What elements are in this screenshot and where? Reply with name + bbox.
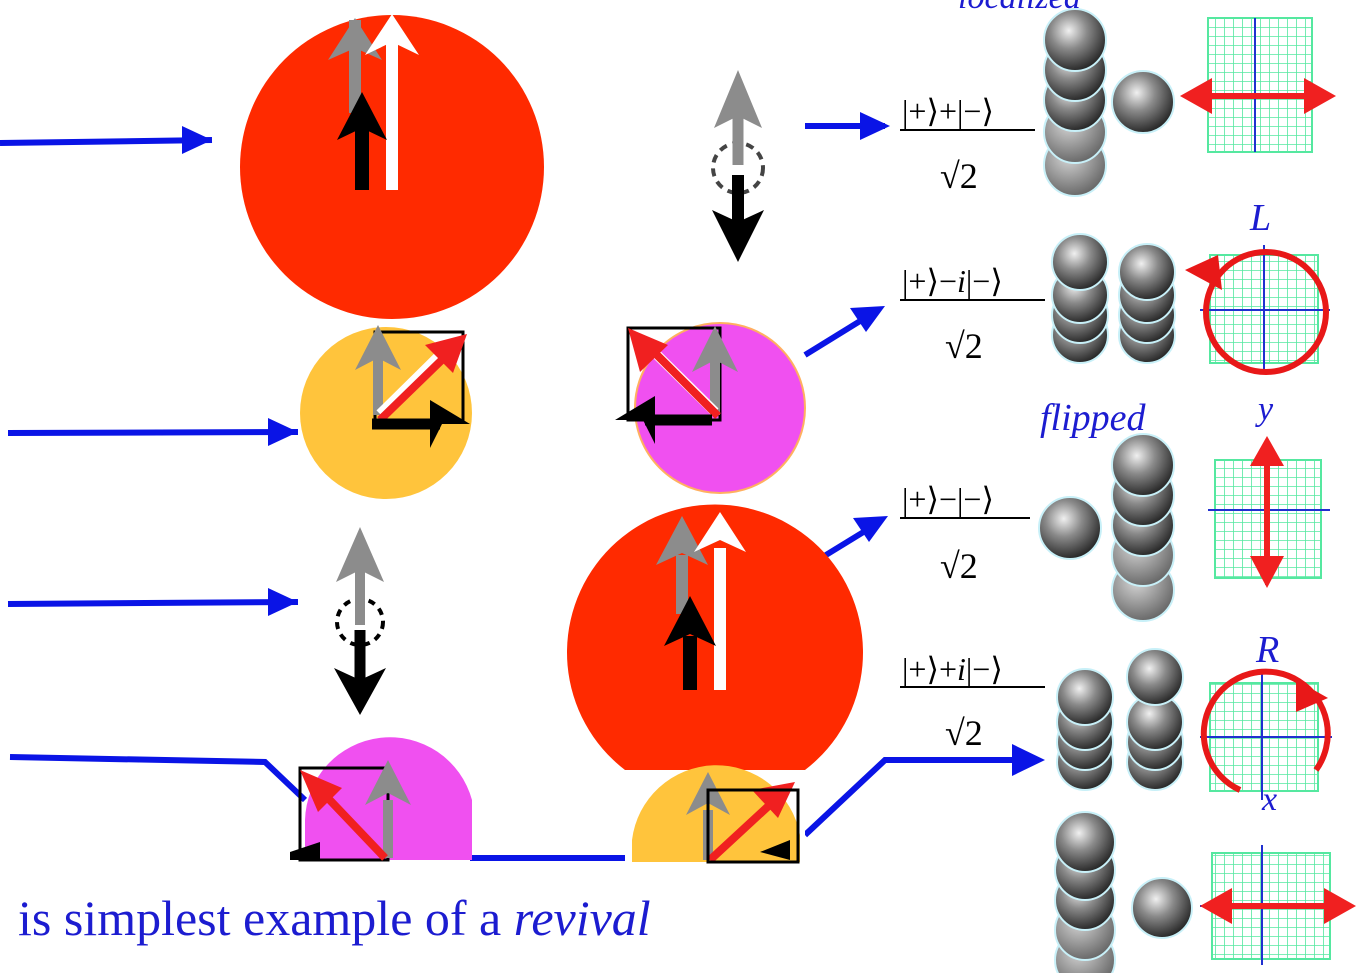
ball-stack-5 bbox=[1054, 811, 1193, 973]
grid-panel-3 bbox=[1208, 436, 1330, 588]
state-2-numerator: |+⟩−i|−⟩ bbox=[902, 263, 1003, 299]
label-L: L bbox=[1249, 197, 1271, 239]
label-y: y bbox=[1255, 391, 1274, 428]
state-3-denominator: √2 bbox=[940, 546, 978, 586]
caption: is simplest example of a revival bbox=[18, 890, 651, 946]
input-arrow-2 bbox=[7, 429, 299, 436]
ball-stack-3 bbox=[1038, 433, 1175, 622]
ball-stack-2 bbox=[1051, 233, 1176, 364]
ball-stack-4 bbox=[1056, 648, 1184, 791]
spin-flip-left bbox=[334, 527, 386, 715]
state-1-denominator: √2 bbox=[940, 156, 978, 196]
input-arrow-1 bbox=[0, 137, 213, 146]
ball-stack-1 bbox=[1043, 8, 1175, 197]
grid-panel-5 bbox=[1200, 845, 1356, 965]
state-4-numerator: |+⟩+i|−⟩ bbox=[902, 651, 1003, 687]
out-arrow-4 bbox=[802, 757, 1015, 838]
state-2-denominator: √2 bbox=[945, 326, 983, 366]
state-1-numerator: |+⟩+|−⟩ bbox=[902, 93, 994, 129]
state-4-denominator: √2 bbox=[945, 713, 983, 753]
spin-flip-top bbox=[711, 70, 765, 262]
label-R: R bbox=[1255, 629, 1279, 671]
text-labels: localized flipped L R y x |+⟩+|−⟩ √2 |+⟩… bbox=[18, 0, 1279, 946]
out-arrowhead-2 bbox=[850, 306, 885, 332]
magenta-disk-middle bbox=[615, 322, 806, 494]
arrowhead-2 bbox=[268, 418, 298, 446]
out-arrowhead-1 bbox=[860, 112, 890, 140]
out-arrowhead-3 bbox=[853, 516, 888, 542]
out-arrowhead-4 bbox=[1012, 744, 1045, 776]
state-3-numerator: |+⟩−|−⟩ bbox=[902, 481, 994, 517]
orange-disk-bottom bbox=[625, 765, 805, 864]
arrowhead-3 bbox=[268, 588, 298, 616]
grid-panel-4 bbox=[1200, 668, 1332, 800]
grid-panel-2 bbox=[1185, 245, 1330, 375]
out-arrow-2 bbox=[803, 315, 867, 358]
input-arrow-4 bbox=[9, 754, 308, 803]
state-fractions bbox=[900, 129, 1045, 688]
label-x: x bbox=[1261, 781, 1277, 818]
label-flipped: flipped bbox=[1040, 397, 1147, 439]
orange-disk-left bbox=[300, 325, 472, 499]
red-disk-top bbox=[240, 14, 544, 319]
grid-panel-1 bbox=[1180, 17, 1336, 153]
magenta-disk-bottom bbox=[290, 737, 472, 862]
red-disk-bottom bbox=[567, 504, 864, 770]
input-arrow-3 bbox=[7, 599, 299, 607]
label-localized: localized bbox=[958, 0, 1082, 16]
arrowhead-1 bbox=[182, 126, 212, 154]
flow-arrows bbox=[0, 112, 1045, 861]
